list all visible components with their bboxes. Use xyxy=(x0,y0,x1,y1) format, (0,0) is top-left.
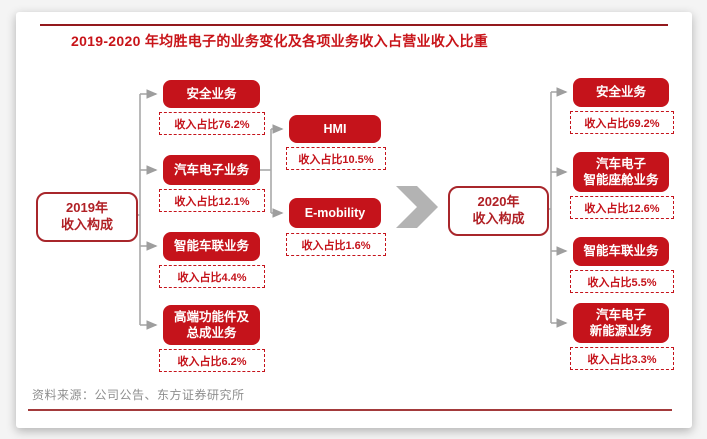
node-smart-connectivity-2020: 智能车联业务 xyxy=(573,237,669,266)
node-new-energy-2020: 汽车电子 新能源业务 xyxy=(573,303,669,343)
node-2019-revenue-composition: 2019年 收入构成 xyxy=(36,192,138,242)
node-automotive-electronics-2019: 汽车电子业务 xyxy=(163,155,260,185)
node-safety-business-2019: 安全业务 xyxy=(163,80,260,108)
share-high-end-components-2019: 收入占比6.2% xyxy=(159,349,265,372)
top-divider xyxy=(40,24,668,26)
node-smart-connectivity-2019: 智能车联业务 xyxy=(163,232,260,261)
node-safety-business-2020: 安全业务 xyxy=(573,78,669,107)
node-hmi: HMI xyxy=(289,115,381,143)
figure-title: 2019-2020 年均胜电子的业务变化及各项业务收入占营业收入比重 xyxy=(71,33,489,49)
share-safety-business-2020: 收入占比69.2% xyxy=(570,111,674,134)
share-automotive-electronics-2019: 收入占比12.1% xyxy=(159,189,265,212)
share-smart-connectivity-2020: 收入占比5.5% xyxy=(570,270,674,293)
node-2020-revenue-composition: 2020年 收入构成 xyxy=(448,186,549,236)
node-smart-cockpit-2020: 汽车电子 智能座舱业务 xyxy=(573,152,669,192)
source-note: 资料来源：公司公告、东方证券研究所 xyxy=(32,388,245,402)
bottom-divider xyxy=(28,409,672,411)
share-e-mobility: 收入占比1.6% xyxy=(286,233,386,256)
node-e-mobility: E-mobility xyxy=(289,198,381,228)
share-hmi: 收入占比10.5% xyxy=(286,147,386,170)
share-smart-connectivity-2019: 收入占比4.4% xyxy=(159,265,265,288)
node-high-end-components-2019: 高端功能件及 总成业务 xyxy=(163,305,260,345)
share-safety-business-2019: 收入占比76.2% xyxy=(159,112,265,135)
share-smart-cockpit-2020: 收入占比12.6% xyxy=(570,196,674,219)
transition-arrow-icon xyxy=(396,186,438,228)
share-new-energy-2020: 收入占比3.3% xyxy=(570,347,674,370)
